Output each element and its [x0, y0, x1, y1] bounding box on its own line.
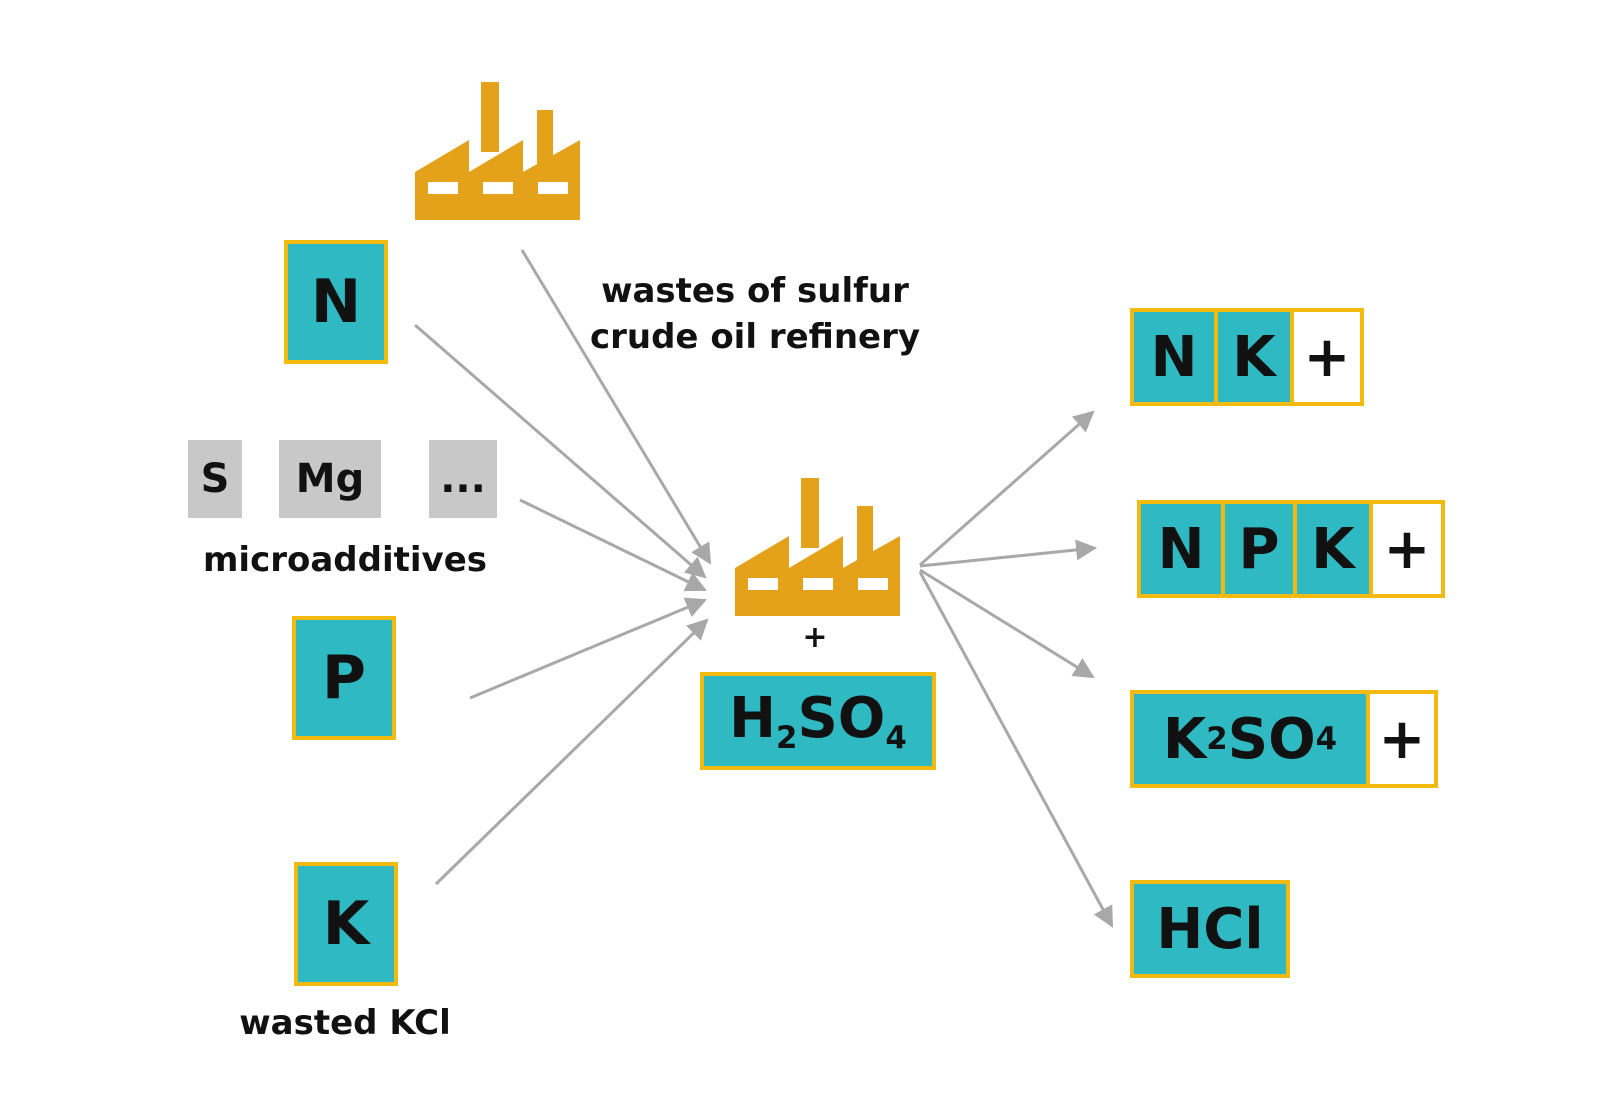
microadditives-label: microadditives: [202, 540, 487, 580]
micro-s-box: S: [188, 440, 242, 518]
refinery-label-line-1: wastes of sulfur: [601, 271, 909, 311]
arrow-p-to-plant: [469, 597, 707, 700]
micro-more-label: ...: [440, 456, 486, 502]
arrow-plant-to-hcl: [918, 571, 1114, 928]
input-k-label: K: [322, 889, 370, 959]
center-plus: +: [802, 620, 828, 655]
arrow-n-to-plant: [414, 323, 707, 579]
output-npk-p: P: [1221, 504, 1293, 594]
refinery-factory-icon: [415, 82, 580, 220]
h2so4-part-h: H: [729, 686, 777, 752]
plant-factory-icon: [735, 478, 900, 616]
h2so4-part-so: SO: [797, 686, 886, 752]
output-npk-n: N: [1141, 504, 1221, 594]
arrow-plant-to-nk: [919, 410, 1095, 567]
output-k2so4-plus: +: [1366, 694, 1434, 784]
arrow-plant-to-npk: [919, 539, 1098, 568]
micro-s-label: S: [200, 456, 230, 502]
h2so4-box: H2SO4: [700, 672, 936, 770]
h2so4-formula: H2SO4: [729, 686, 907, 756]
k2so4-part-k: K: [1162, 706, 1207, 772]
input-n-label: N: [310, 267, 362, 337]
micro-mg-label: Mg: [295, 456, 365, 502]
output-nk-k: K: [1214, 312, 1290, 402]
refinery-label-line-2: crude oil refinery: [589, 317, 921, 357]
micro-mg-box: Mg: [279, 440, 381, 518]
arrow-plant-to-k2so4: [919, 568, 1095, 679]
input-p-label: P: [322, 643, 366, 713]
output-npk-group: N P K +: [1137, 500, 1445, 598]
output-hcl-label: HCl: [1156, 896, 1264, 962]
arrow-refinery-to-plant: [520, 249, 712, 565]
output-hcl-box: HCl: [1130, 880, 1290, 978]
output-nk-n: N: [1134, 312, 1214, 402]
micro-more-box: ...: [429, 440, 497, 518]
k2so4-part-so: SO: [1227, 706, 1316, 772]
arrow-micro-to-plant: [519, 498, 707, 592]
input-p-box: P: [292, 616, 396, 740]
h2so4-sub-2: 2: [776, 719, 798, 756]
output-nk-plus: +: [1290, 312, 1360, 402]
k2so4-sub-4: 4: [1315, 721, 1338, 757]
h2so4-sub-4: 4: [885, 719, 907, 756]
wasted-kcl-label: wasted KCl: [239, 1003, 451, 1043]
output-npk-plus: +: [1369, 504, 1441, 594]
input-k-box: K: [294, 862, 398, 986]
refinery-label: wastes of sulfur crude oil refinery: [585, 268, 925, 360]
input-n-box: N: [284, 240, 388, 364]
k2so4-sub-2: 2: [1206, 721, 1228, 757]
output-nk-group: N K +: [1130, 308, 1364, 406]
output-npk-k: K: [1293, 504, 1369, 594]
arrow-k-to-plant: [434, 618, 709, 886]
